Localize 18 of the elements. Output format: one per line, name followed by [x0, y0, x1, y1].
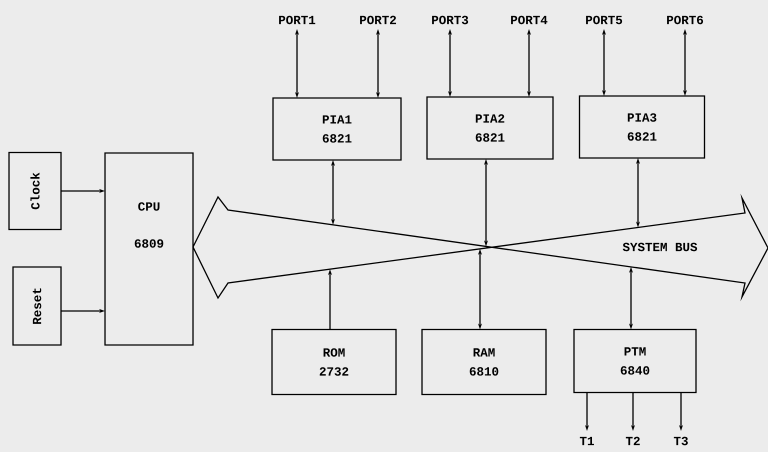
signal-box: Reset [12, 266, 62, 346]
port-label: PORT5 [586, 16, 622, 24]
chip-box: ROM 2732 [271, 328, 397, 396]
chip-box: CPU 6809 [104, 152, 194, 346]
port-label: PORT1 [279, 16, 316, 24]
port-label: PORT3 [432, 16, 468, 24]
signal-box: Clock [8, 152, 62, 230]
timer-output-label: T3 [674, 436, 688, 446]
chip-box: PTM 6840 [573, 328, 697, 394]
chip-box: PIA1 6821 [272, 97, 402, 161]
chip-box: RAM 6810 [421, 328, 547, 396]
timer-output-label: T1 [580, 436, 594, 446]
port-label: PORT2 [360, 16, 396, 24]
chip-box: PIA2 6821 [426, 96, 554, 160]
timer-output-label: T2 [626, 436, 640, 446]
port-label: PORT4 [511, 16, 548, 24]
port-label: PORT6 [667, 16, 704, 24]
chip-box: PIA3 6821 [578, 95, 706, 159]
